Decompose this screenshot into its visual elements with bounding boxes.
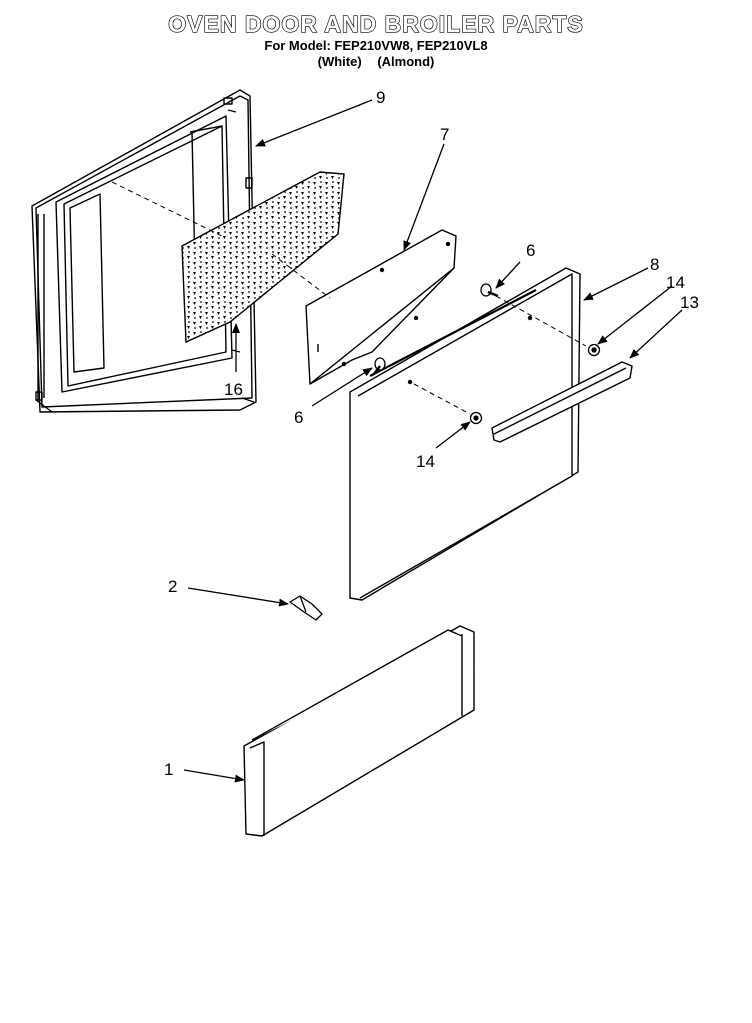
inner-panel-part	[305, 229, 457, 385]
callout-6-lower: 6	[294, 408, 303, 427]
broiler-clip-part	[289, 595, 323, 621]
nut-right-part	[587, 343, 601, 357]
callout-9: 9	[376, 88, 385, 107]
callout-2: 2	[168, 577, 177, 596]
model-line: For Model: FEP210VW8, FEP210VL8	[264, 38, 488, 53]
callout-7: 7	[440, 125, 449, 144]
callout-6-upper: 6	[526, 241, 535, 260]
screw-upper-part	[480, 283, 499, 298]
callout-14-right: 14	[666, 273, 685, 292]
variant-white: (White)	[317, 54, 362, 69]
assembly-lines	[111, 181, 587, 415]
callout-14-left: 14	[416, 452, 435, 471]
screw-lower-part	[373, 357, 386, 375]
variant-almond: (Almond)	[377, 54, 435, 69]
broiler-drawer-panel-part	[243, 625, 475, 837]
callout-labels: 9 7 6 8 14 13 16 6 14 2 1	[164, 88, 699, 779]
callout-8: 8	[650, 255, 659, 274]
callout-13: 13	[680, 293, 699, 312]
nut-left-part	[469, 411, 483, 425]
callout-16: 16	[224, 380, 243, 399]
page-title: OVEN DOOR AND BROILER PARTS	[168, 10, 584, 37]
insulation-part	[181, 171, 345, 344]
leader-lines	[183, 99, 683, 783]
diagram-header: OVEN DOOR AND BROILER PARTS For Model: F…	[0, 10, 752, 70]
variant-line: (White) (Almond)	[0, 54, 752, 70]
callout-1: 1	[164, 760, 173, 779]
handle-trim-part	[491, 361, 633, 443]
outer-door-panel-part	[349, 267, 581, 601]
